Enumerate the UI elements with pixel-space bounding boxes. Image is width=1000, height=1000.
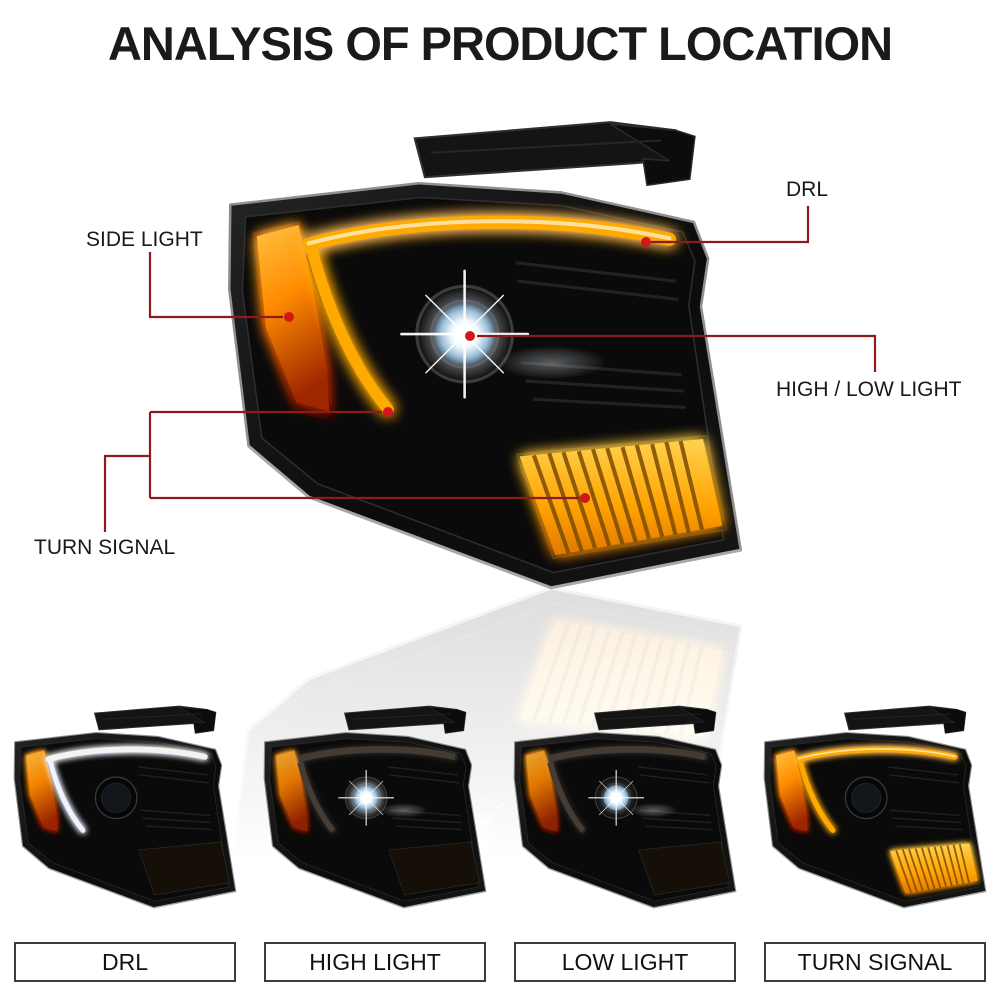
variant-label-drl: DRL xyxy=(14,942,236,982)
callout-label-side-light: SIDE LIGHT xyxy=(86,228,203,251)
variant-turn-signal: TURN SIGNAL xyxy=(750,704,1000,982)
headlight-thumb-drl xyxy=(8,704,242,912)
variant-high-light: HIGH LIGHT xyxy=(250,704,500,982)
variant-label-turn-signal: TURN SIGNAL xyxy=(764,942,986,982)
callout-label-drl: DRL xyxy=(786,178,829,201)
variant-gallery: DRL HIGH LIGHT LOW LIGHT TURN SIGNAL xyxy=(0,704,1000,982)
callout-label-turn-signal: TURN SIGNAL xyxy=(34,536,176,559)
variant-label-high-light: HIGH LIGHT xyxy=(264,942,486,982)
variant-low-light: LOW LIGHT xyxy=(500,704,750,982)
variant-label-low-light: LOW LIGHT xyxy=(514,942,736,982)
headlight-thumb-low xyxy=(508,704,742,912)
variant-drl: DRL xyxy=(0,704,250,982)
headlight-thumb-turn xyxy=(758,704,992,912)
headlight-main-illustration xyxy=(215,118,755,597)
callout-line-turn-connector xyxy=(103,454,150,532)
page-title: ANALYSIS OF PRODUCT LOCATION xyxy=(107,17,893,70)
headlight-thumb-high xyxy=(258,704,492,912)
callout-label-high-low: HIGH / LOW LIGHT xyxy=(776,378,962,401)
